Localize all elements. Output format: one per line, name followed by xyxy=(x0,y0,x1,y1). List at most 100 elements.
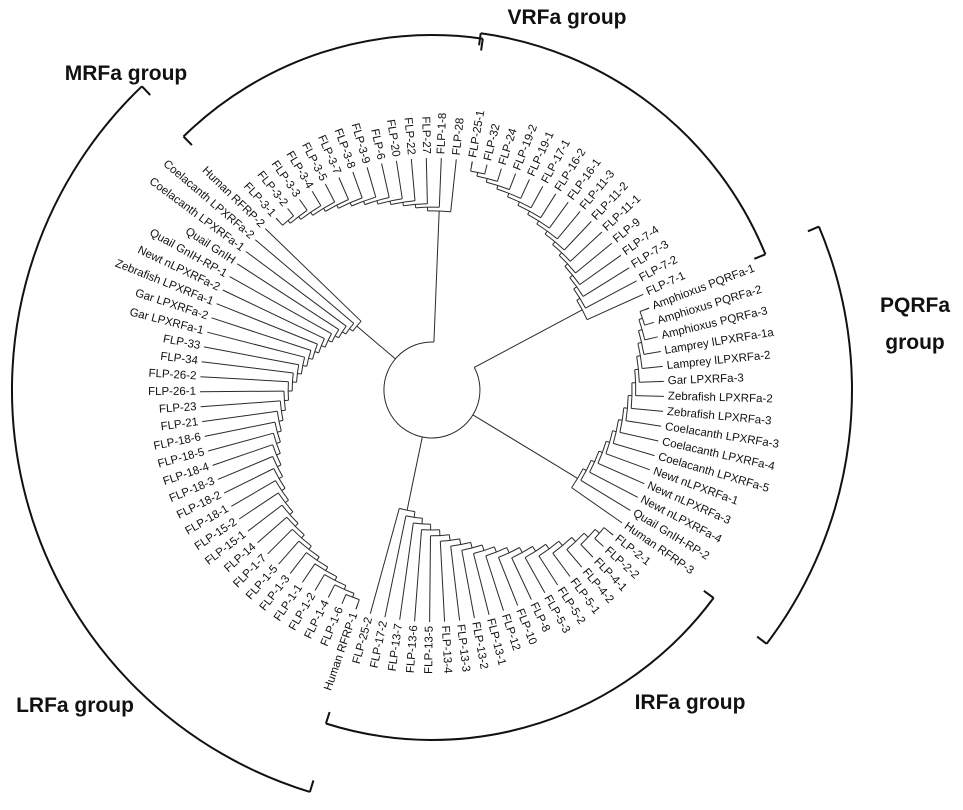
leaf-label-zebrafish-lpxrfa-2: Zebrafish LPXRFa-2 xyxy=(668,391,773,406)
terminal-branch xyxy=(540,193,557,218)
terminal-branch xyxy=(341,594,347,604)
terminal-branch xyxy=(586,293,644,321)
leaf-labels: FLP-25-1FLP-32FLP-24FLP-19-2FLP-19-1FLP-… xyxy=(113,109,779,692)
terminal-branch xyxy=(200,400,281,408)
group-label-pqrfa-line2: group xyxy=(885,331,944,354)
terminal-branch xyxy=(203,346,299,366)
internal-arc xyxy=(524,543,546,558)
internal-arc xyxy=(605,430,614,454)
terminal-branch xyxy=(511,557,532,600)
internal-branch xyxy=(558,252,563,256)
internal-branch xyxy=(349,202,353,207)
internal-arc xyxy=(440,538,460,542)
internal-arc xyxy=(636,356,640,383)
bracket-tick-pqrfa xyxy=(756,635,768,645)
internal-arc xyxy=(612,419,619,444)
terminal-branch xyxy=(566,549,583,568)
internal-branch xyxy=(603,527,614,536)
internal-branch xyxy=(323,208,326,212)
internal-arc xyxy=(324,333,332,348)
internal-branch xyxy=(308,357,313,360)
internal-branch xyxy=(476,172,479,177)
internal-branch xyxy=(336,204,339,209)
bracket-arc-pqrfa xyxy=(765,226,853,645)
internal-branch xyxy=(481,544,485,551)
internal-arc xyxy=(281,504,299,524)
bracket-tick-irfa xyxy=(324,711,331,724)
terminal-branch xyxy=(496,168,502,182)
internal-branch xyxy=(284,499,289,503)
terminal-branch xyxy=(631,407,664,412)
terminal-branch xyxy=(520,179,530,199)
internal-branch xyxy=(298,216,302,220)
terminal-branch xyxy=(217,456,273,480)
bracket-arc-vrfa xyxy=(480,32,767,255)
clade-stem xyxy=(356,325,380,346)
central-arc xyxy=(383,341,481,439)
internal-arc xyxy=(580,529,596,545)
group-label-pqrfa-line1: PQRFa xyxy=(880,294,950,317)
bracket-tick-mrfa xyxy=(480,38,484,51)
internal-branch xyxy=(363,201,366,205)
bracket-arc-irfa xyxy=(325,597,715,741)
terminal-branch xyxy=(245,251,347,327)
internal-arc xyxy=(638,330,645,355)
internal-arc xyxy=(430,534,450,537)
backbone-branch xyxy=(378,344,396,360)
internal-arc xyxy=(312,343,318,360)
leaf-label-flp-23: FLP-23 xyxy=(159,401,197,416)
terminal-branch xyxy=(619,431,659,442)
internal-branch xyxy=(594,529,600,534)
terminal-branch xyxy=(264,228,362,322)
internal-branch xyxy=(544,230,548,235)
internal-branch xyxy=(413,511,416,518)
terminal-branch xyxy=(548,201,569,229)
internal-branch xyxy=(277,430,282,433)
internal-branch xyxy=(402,202,404,206)
internal-branch xyxy=(343,585,347,590)
internal-arc xyxy=(325,199,349,212)
terminal-branch xyxy=(247,504,283,532)
terminal-branch xyxy=(538,555,559,586)
internal-branch xyxy=(352,593,355,598)
terminal-branch xyxy=(585,280,637,309)
terminal-branch xyxy=(580,479,631,511)
internal-branch xyxy=(289,511,294,515)
internal-branch xyxy=(496,185,499,190)
internal-arc xyxy=(283,391,286,411)
internal-branch xyxy=(590,459,595,463)
terminal-branch xyxy=(410,158,416,201)
internal-branch xyxy=(355,599,360,610)
terminal-branch xyxy=(212,444,273,466)
terminal-branch xyxy=(597,462,645,485)
internal-arc xyxy=(413,522,431,525)
internal-branch xyxy=(536,220,540,225)
internal-arc xyxy=(324,574,347,587)
internal-branch xyxy=(321,345,326,348)
terminal-branch xyxy=(439,541,446,622)
leaf-label-flp-26-1: FLP-26-1 xyxy=(148,386,196,398)
internal-branch xyxy=(517,201,520,206)
internal-arc xyxy=(639,311,646,326)
internal-arc xyxy=(415,206,440,209)
terminal-branch xyxy=(381,163,390,198)
internal-arc xyxy=(272,444,282,466)
leaf-label-flp-13-6: FLP-13-6 xyxy=(405,625,421,674)
internal-arc xyxy=(273,468,286,489)
internal-branch xyxy=(302,365,307,367)
backbone-branch xyxy=(474,318,565,368)
internal-arc xyxy=(558,255,576,274)
internal-branch xyxy=(294,523,299,527)
internal-branch xyxy=(308,545,312,550)
terminal-branch xyxy=(639,380,664,383)
leaf-label-flp-13-5: FLP-13-5 xyxy=(423,626,436,674)
group-label-mrfa: MRFa group xyxy=(65,62,187,85)
internal-arc xyxy=(580,460,592,481)
terminal-branch xyxy=(278,540,300,565)
internal-branch xyxy=(301,534,305,539)
internal-branch xyxy=(342,331,346,335)
terminal-branch xyxy=(299,199,308,211)
terminal-branch xyxy=(530,185,544,209)
